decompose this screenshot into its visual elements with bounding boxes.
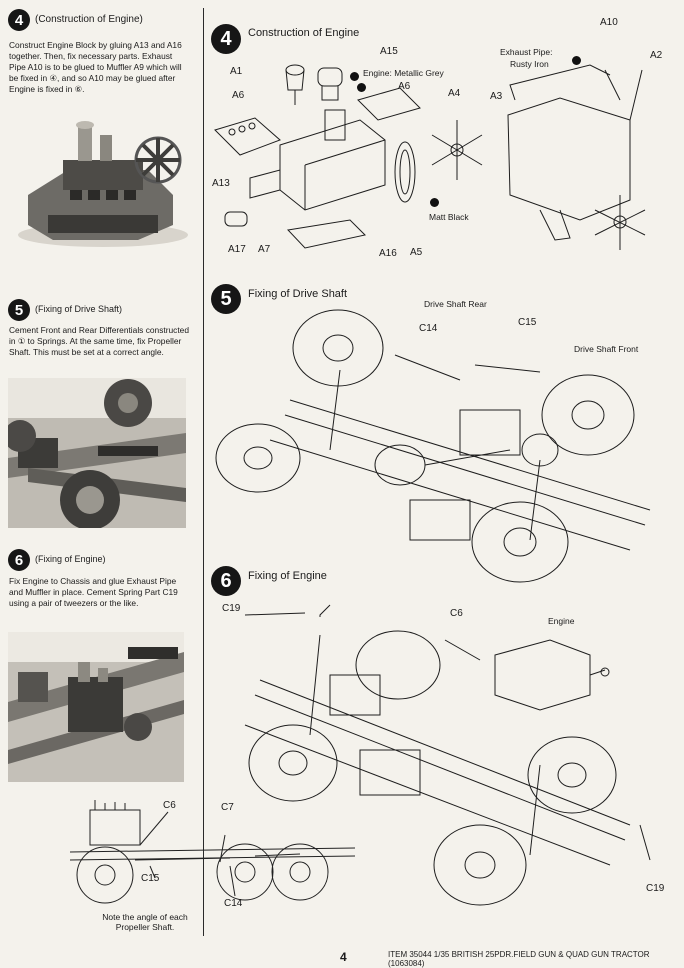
- left-step5-badge: 5: [8, 299, 30, 321]
- paint-note-matt-black: Matt Black: [429, 212, 469, 222]
- part-A13: A13: [212, 178, 230, 189]
- left-step6-title: (Fixing of Engine): [35, 554, 106, 564]
- part-A6-left: A6: [232, 90, 245, 101]
- part-A15: A15: [380, 46, 398, 57]
- page-number: 4: [340, 950, 347, 964]
- part-A2: A2: [650, 50, 663, 61]
- main-step5-badge: 5: [211, 284, 241, 314]
- left-step4-badge: 4: [8, 9, 30, 31]
- engine-fitted-photo: [8, 632, 184, 782]
- paint-dot-metallic-grey-2: [357, 83, 366, 92]
- side-view-drawing: [69, 800, 356, 904]
- main-step4-badge: 4: [211, 24, 241, 54]
- left-step4-title: (Construction of Engine): [35, 14, 143, 25]
- label-c19-bottom: C19: [646, 883, 665, 894]
- part-A3: A3: [490, 91, 503, 102]
- engine-fitting-drawing: [244, 604, 651, 906]
- side-label-c6: C6: [163, 800, 176, 811]
- paint-note-engine: Engine: Metallic Grey: [363, 68, 444, 78]
- label-c6-step6: C6: [450, 608, 463, 619]
- engine-photo: [8, 100, 194, 250]
- paint-dot-matt-black: [430, 198, 439, 207]
- main-step4-title: Construction of Engine: [248, 27, 360, 39]
- label-drive-shaft-front: Drive Shaft Front: [574, 344, 639, 354]
- label-drive-shaft-rear: Drive Shaft Rear: [424, 299, 487, 309]
- left-step6-badge: 6: [8, 549, 30, 571]
- engine-exploded-drawing: [214, 64, 646, 250]
- part-A1: A1: [230, 66, 243, 77]
- paint-dot-metallic-grey-1: [350, 72, 359, 81]
- main-step5-title: Fixing of Drive Shaft: [248, 288, 348, 300]
- side-label-c7: C7: [221, 802, 234, 813]
- part-A10: A10: [600, 17, 618, 28]
- drive-shaft-drawing: [215, 309, 651, 583]
- drive-shaft-photo: [8, 378, 186, 528]
- part-A5: A5: [410, 247, 423, 258]
- part-A6-right: A6: [398, 81, 411, 92]
- side-label-c15: C15: [141, 873, 160, 884]
- part-A7: A7: [258, 244, 271, 255]
- side-label-c14: C14: [224, 898, 243, 909]
- label-c19-top: C19: [222, 603, 241, 614]
- paint-note-exhaust-2: Rusty Iron: [510, 59, 549, 69]
- left-step6-text: Fix Engine to Chassis and glue Exhaust P…: [9, 576, 178, 608]
- label-c15-step5: C15: [518, 317, 537, 328]
- part-A4: A4: [448, 88, 461, 99]
- part-A16: A16: [379, 248, 397, 259]
- left-step5-title: (Fixing of Drive Shaft): [35, 304, 123, 314]
- label-engine: Engine: [548, 616, 575, 626]
- main-step6-title: Fixing of Engine: [248, 570, 327, 582]
- left-step5-text: Cement Front and Rear Differentials cons…: [9, 325, 189, 357]
- left-step4-text: Construct Engine Block by gluing A13 and…: [9, 40, 182, 94]
- part-A17: A17: [228, 244, 246, 255]
- paint-note-exhaust-1: Exhaust Pipe:: [500, 47, 553, 57]
- main-step6-badge: 6: [211, 566, 241, 596]
- paint-dot-rusty-iron: [572, 56, 581, 65]
- footer-item-text: ITEM 35044 1/35 BRITISH 25PDR.FIELD GUN …: [388, 950, 650, 968]
- label-c14-step5: C14: [419, 323, 438, 334]
- side-view-note: Note the angle of each Propeller Shaft.: [102, 912, 188, 932]
- column-divider: [203, 8, 204, 936]
